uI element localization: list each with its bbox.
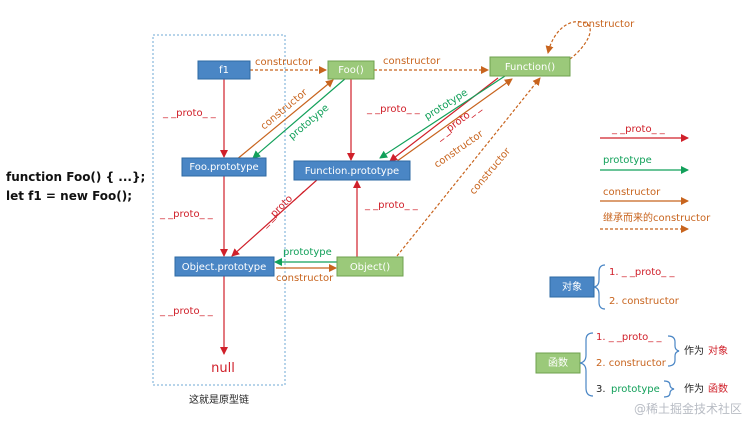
- edge-function-prototype-link: [379, 75, 506, 159]
- function-badge-label: 函数: [548, 356, 568, 369]
- function-brace: [579, 332, 594, 397]
- node-foo: Foo(): [327, 60, 375, 80]
- label-object-inherited-constructor: constructor: [468, 145, 514, 197]
- label-object-prototype-proto: _ _proto_ _: [159, 306, 214, 317]
- node-null: null: [211, 361, 235, 376]
- node-f1-label: f1: [219, 65, 229, 76]
- label-function-prototype-proto: _ _proto_ _: [259, 183, 305, 229]
- function-item-2: 2. constructor: [596, 358, 667, 369]
- object-explainer: 对象 1. _ _proto_ _ 2. constructor: [549, 264, 680, 310]
- function-item-1: 1. _ _proto_ _: [596, 332, 662, 343]
- edge-foo-prototype-constructor: [235, 79, 334, 161]
- node-function-label: Function(): [505, 62, 555, 73]
- edge-function-function-prototype: [389, 77, 499, 162]
- label-foo-prototype-proto: _ _proto_ _: [159, 209, 214, 220]
- object-brace: [593, 264, 606, 310]
- function-as-object: 对象: [708, 344, 728, 357]
- function-item-3-prefix: 3.: [596, 384, 606, 395]
- label-f1-constructor: constructor: [255, 57, 313, 68]
- legend-constructor-label: constructor: [603, 187, 661, 198]
- label-function-self-constructor: constructor: [577, 19, 635, 30]
- node-object-label: Object(): [350, 262, 390, 273]
- function-as-function: 函数: [708, 382, 728, 395]
- legend: _ _proto_ _ prototype constructor 继承而来的c…: [600, 124, 711, 233]
- function-as-object-prefix: 作为: [684, 345, 704, 357]
- node-object-prototype-label: Object.prototype: [182, 262, 266, 273]
- label-foo-proto: _ _proto_ _: [366, 104, 421, 115]
- edge-function-prototype-object-prototype: [231, 178, 319, 257]
- function-function-brace: [663, 380, 675, 398]
- node-foo-label: Foo(): [338, 65, 364, 76]
- object-badge-label: 对象: [562, 280, 582, 293]
- object-item-2: 2. constructor: [609, 296, 680, 307]
- object-item-1: 1. _ _proto_ _: [609, 267, 675, 278]
- label-object-proto: _ _proto_ _: [364, 200, 419, 211]
- chain-caption: 这就是原型链: [189, 393, 249, 406]
- code-line-2: let f1 = new Foo();: [6, 189, 132, 203]
- label-object-prototype-constructor: constructor: [276, 273, 334, 284]
- function-explainer: 函数 1. _ _proto_ _ 2. constructor 3. prot…: [535, 332, 728, 398]
- node-f1: f1: [197, 60, 251, 80]
- node-function-prototype-label: Function.prototype: [305, 166, 399, 177]
- edge-object-inherited-constructor: [396, 77, 541, 257]
- function-object-brace: [667, 335, 680, 367]
- node-object-prototype: Object.prototype: [174, 256, 275, 277]
- constructor-edges: [235, 78, 513, 272]
- node-function: Function(): [489, 56, 571, 77]
- node-function-prototype: Function.prototype: [293, 160, 411, 181]
- label-f1-proto: _ _proto_ _: [162, 108, 217, 119]
- node-object: Object(): [336, 256, 404, 277]
- edge-foo-prototype-link: [252, 77, 347, 159]
- edge-function-self-constructor: [545, 21, 591, 60]
- legend-inherited-label: 继承而来的constructor: [603, 211, 711, 224]
- code-line-1: function Foo() { ...};: [6, 170, 145, 184]
- label-foo-constructor: constructor: [383, 56, 441, 67]
- node-foo-prototype: Foo.prototype: [181, 157, 267, 177]
- function-item-3: prototype: [611, 384, 660, 395]
- legend-proto-label: _ _proto_ _: [611, 124, 666, 135]
- inherited-constructor-edges: [250, 21, 591, 257]
- prototype-edges: [252, 75, 506, 266]
- label-object-prototype-link: prototype: [283, 247, 332, 258]
- watermark: @稀土掘金技术社区: [634, 401, 742, 416]
- prototype-chain-box: [152, 34, 286, 386]
- node-foo-prototype-label: Foo.prototype: [189, 162, 258, 173]
- legend-prototype-label: prototype: [603, 155, 652, 166]
- edge-function-prototype-constructor: [392, 78, 513, 165]
- function-as-function-prefix: 作为: [684, 383, 704, 395]
